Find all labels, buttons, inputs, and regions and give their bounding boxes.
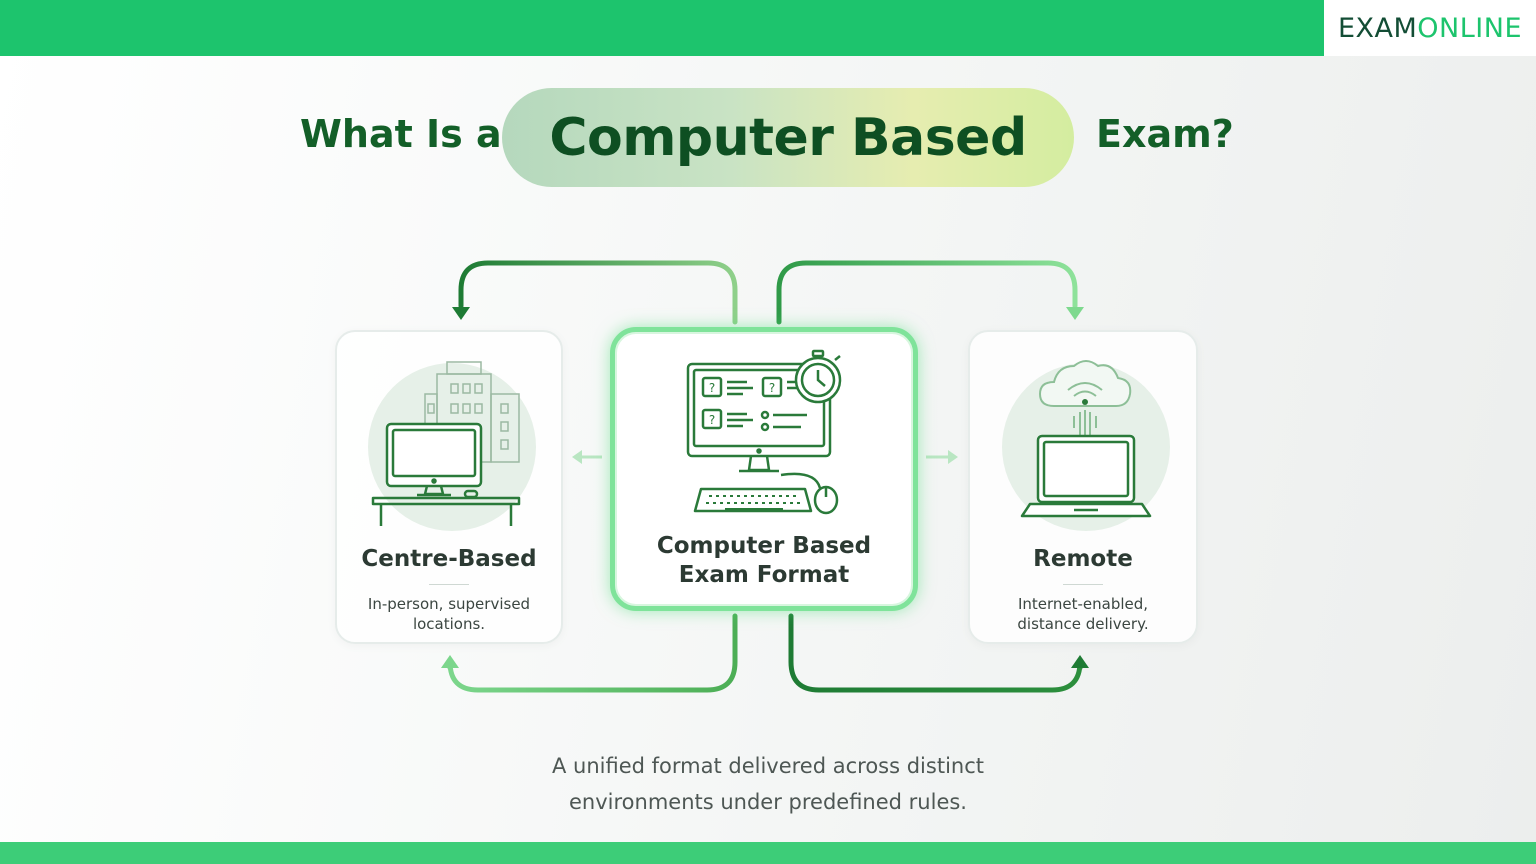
remote-description: Internet-enabled, distance delivery.: [982, 594, 1184, 634]
laptop-icon: [1020, 434, 1152, 518]
centre-based-desc-line2: locations.: [412, 615, 486, 633]
title-highlight: Computer Based: [549, 107, 1027, 168]
arrow-bottom-right-head: [1071, 655, 1089, 668]
svg-text:?: ?: [769, 381, 775, 395]
bottom-bar: [0, 842, 1536, 864]
center-title: Computer Based Exam Format: [615, 532, 913, 590]
arrow-bottom-left-head: [441, 655, 459, 668]
card-centre-based[interactable]: Centre-Based In-person, supervised locat…: [335, 330, 563, 644]
arrow-bottom-right: [788, 613, 1083, 693]
computer-based-illustration: ? ? ?: [686, 349, 842, 515]
card-computer-based-format[interactable]: ? ? ?: [610, 327, 918, 611]
arrow-top-right-head: [1066, 307, 1084, 320]
remote-divider: [1063, 584, 1103, 585]
title-prefix: What Is a: [300, 112, 502, 156]
small-arrow-left: [572, 450, 602, 464]
remote-title: Remote: [1033, 546, 1133, 572]
title-suffix: Exam?: [1096, 112, 1234, 156]
centre-based-description: In-person, supervised locations.: [349, 594, 549, 634]
brand-logo-part1: EXAM: [1337, 12, 1418, 44]
centre-based-illustration: [368, 361, 536, 531]
footer-caption: A unified format delivered across distin…: [468, 748, 1068, 820]
svg-text:?: ?: [709, 381, 715, 395]
cloud-wifi-icon: [1038, 360, 1132, 442]
centre-based-divider: [429, 584, 469, 585]
arrow-top-right: [776, 260, 1078, 325]
remote-desc-line2: distance delivery.: [1017, 615, 1149, 633]
caption-line1: A unified format delivered across distin…: [551, 754, 984, 778]
stopwatch-icon: [794, 349, 842, 404]
svg-text:?: ?: [709, 413, 715, 427]
small-arrow-right: [926, 450, 958, 464]
exam-screen-icon: ? ? ?: [686, 362, 832, 473]
title-highlight-pill: Computer Based: [502, 88, 1074, 187]
desktop-computer-icon: [371, 422, 521, 526]
arrow-bottom-left: [447, 613, 738, 693]
caption-line2: environments under predefined rules.: [569, 790, 967, 814]
arrow-top-left-head: [452, 307, 470, 320]
centre-based-desc-line1: In-person, supervised: [367, 595, 531, 613]
remote-desc-line1: Internet-enabled,: [1017, 595, 1149, 613]
brand-logo-part2: ONLINE: [1417, 12, 1523, 44]
center-title-line1: Computer Based: [656, 533, 872, 559]
centre-based-title: Centre-Based: [361, 546, 537, 572]
top-bar: [0, 0, 1536, 56]
mouse-icon: [780, 472, 839, 515]
keyboard-icon: [693, 487, 813, 513]
center-title-line2: Exam Format: [678, 562, 850, 588]
arrow-top-left: [458, 260, 738, 325]
card-remote[interactable]: Remote Internet-enabled, distance delive…: [968, 330, 1198, 644]
remote-illustration: [1002, 360, 1170, 531]
